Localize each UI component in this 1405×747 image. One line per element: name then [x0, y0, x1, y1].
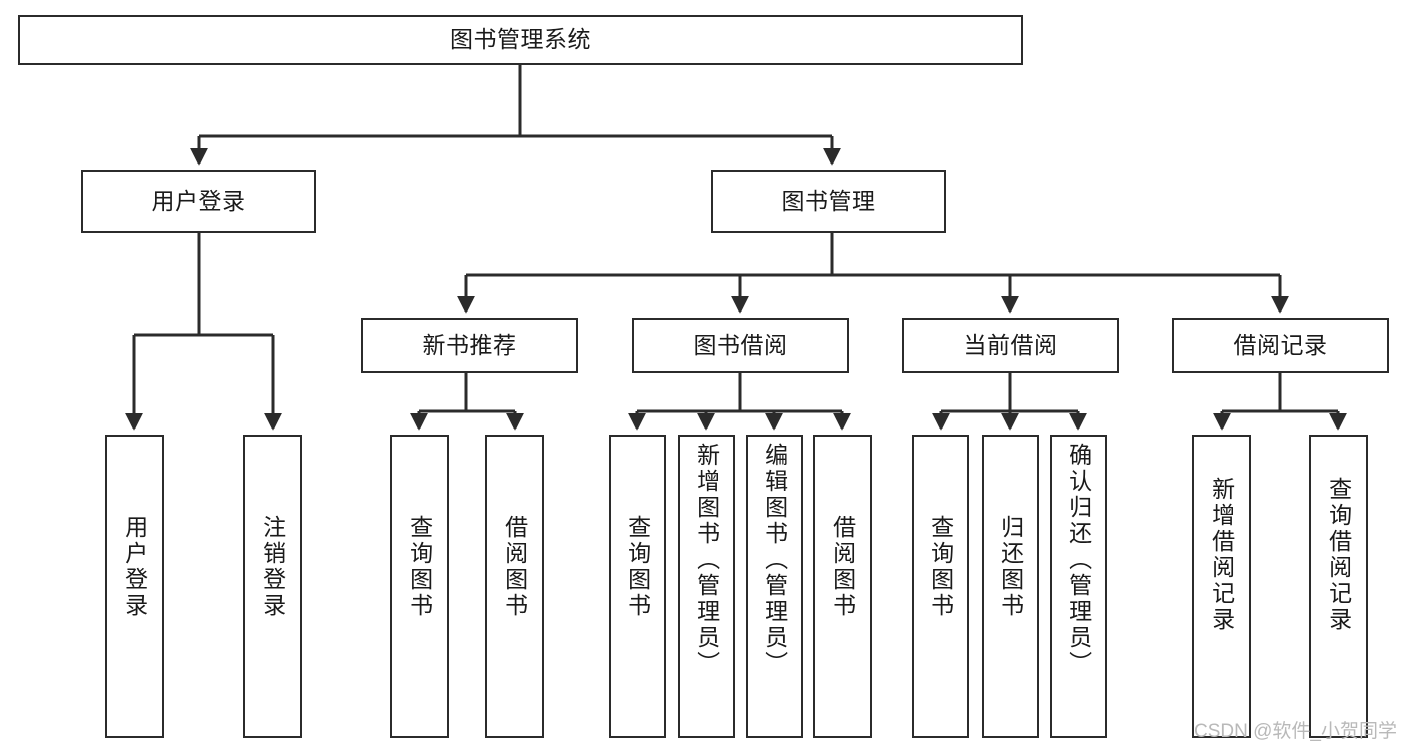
- node-user-login-label: 用户登录: [151, 187, 246, 214]
- node-leaf-borrow-book-1-label: 借阅图书: [501, 515, 528, 619]
- node-root-label: 图书管理系统: [450, 26, 591, 53]
- node-book-borrow[interactable]: 图书借阅: [632, 318, 849, 373]
- node-leaf-edit-book-label: 编辑图书（管理员）: [761, 443, 788, 677]
- node-leaf-borrow-book-2-label: 借阅图书: [829, 515, 856, 619]
- node-leaf-edit-book[interactable]: 编辑图书（管理员）: [746, 435, 803, 738]
- node-user-login[interactable]: 用户登录: [81, 170, 316, 233]
- node-leaf-user-logout[interactable]: 注销登录: [243, 435, 302, 738]
- node-leaf-return-book[interactable]: 归还图书: [982, 435, 1039, 738]
- node-current-borrow[interactable]: 当前借阅: [902, 318, 1119, 373]
- node-leaf-query-book-2[interactable]: 查询图书: [609, 435, 666, 738]
- node-new-book-rec[interactable]: 新书推荐: [361, 318, 578, 373]
- node-leaf-query-record-label: 查询借阅记录: [1325, 477, 1352, 633]
- node-leaf-confirm-return[interactable]: 确认归还（管理员）: [1050, 435, 1107, 738]
- node-leaf-add-book[interactable]: 新增图书（管理员）: [678, 435, 735, 738]
- node-leaf-query-book-1-label: 查询图书: [406, 515, 433, 619]
- node-root[interactable]: 图书管理系统: [18, 15, 1023, 65]
- node-current-borrow-label: 当前借阅: [963, 331, 1058, 358]
- node-book-manage-label: 图书管理: [781, 187, 876, 214]
- node-leaf-query-book-1[interactable]: 查询图书: [390, 435, 449, 738]
- node-new-book-rec-label: 新书推荐: [422, 331, 517, 358]
- node-leaf-query-book-2-label: 查询图书: [624, 515, 651, 619]
- node-leaf-add-record[interactable]: 新增借阅记录: [1192, 435, 1251, 738]
- node-leaf-borrow-book-1[interactable]: 借阅图书: [485, 435, 544, 738]
- node-leaf-query-book-3-label: 查询图书: [927, 515, 954, 619]
- node-leaf-user-login[interactable]: 用户登录: [105, 435, 164, 738]
- node-borrow-record[interactable]: 借阅记录: [1172, 318, 1389, 373]
- node-leaf-query-record[interactable]: 查询借阅记录: [1309, 435, 1368, 738]
- node-leaf-borrow-book-2[interactable]: 借阅图书: [813, 435, 872, 738]
- node-leaf-add-record-label: 新增借阅记录: [1208, 477, 1235, 633]
- node-leaf-confirm-return-label: 确认归还（管理员）: [1065, 443, 1092, 677]
- node-book-borrow-label: 图书借阅: [693, 331, 788, 358]
- node-leaf-query-book-3[interactable]: 查询图书: [912, 435, 969, 738]
- node-leaf-user-logout-label: 注销登录: [259, 515, 286, 619]
- node-leaf-user-login-label: 用户登录: [121, 515, 148, 619]
- node-leaf-return-book-label: 归还图书: [997, 515, 1024, 619]
- watermark: CSDN @软件_小贺同学: [1194, 721, 1397, 742]
- node-book-manage[interactable]: 图书管理: [711, 170, 946, 233]
- node-borrow-record-label: 借阅记录: [1233, 331, 1328, 358]
- node-leaf-add-book-label: 新增图书（管理员）: [693, 443, 720, 677]
